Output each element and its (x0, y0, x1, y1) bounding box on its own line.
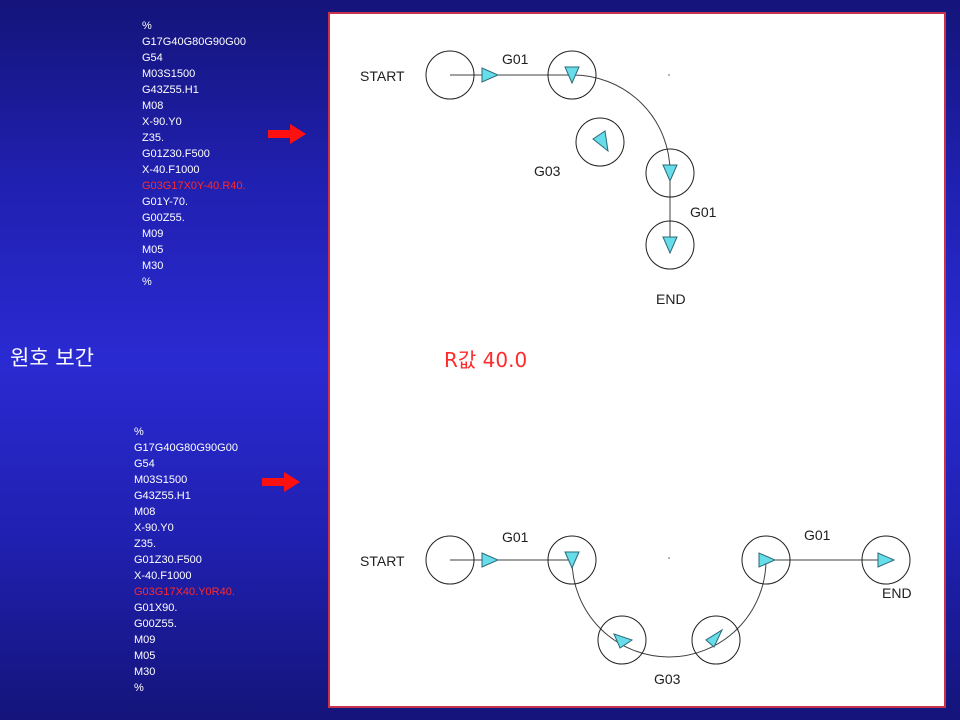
nc-code-line: M30 (134, 666, 156, 678)
section-title: 원호 보간 (10, 346, 94, 370)
nc-code-line-highlighted: G03G17X40.Y0R40. (134, 586, 235, 598)
tool-marker (547, 535, 597, 585)
nc-code-line: G54 (134, 458, 155, 470)
nc-code-line: G01Y-70. (142, 196, 189, 208)
nc-code-line: G00Z55. (134, 618, 177, 630)
center-dot (668, 74, 670, 76)
tool-marker (861, 535, 911, 585)
nc-code-line: M09 (142, 228, 164, 240)
tool-marker (547, 50, 597, 100)
nc-code-line: M05 (134, 650, 156, 662)
tool-marker (575, 117, 625, 167)
center-dot (668, 557, 670, 559)
toolpath-panel: START G01 G03 G01 END (328, 12, 946, 708)
nc-code-line-highlighted: G03G17X0Y-40.R40. (142, 180, 246, 192)
nc-code-line: M08 (134, 506, 156, 518)
tool-marker (645, 220, 695, 270)
nc-code-line: M30 (142, 260, 164, 272)
nc-code-line: % (134, 426, 144, 438)
segment-label-g03: G03 (534, 163, 561, 179)
segment-label-g01: G01 (690, 204, 717, 220)
segment-label-g01: G01 (502, 51, 529, 67)
nc-code-line: G17G40G80G90G00 (142, 36, 246, 48)
start-label: START (360, 553, 405, 569)
tool-marker (741, 535, 791, 585)
toolpath-line (450, 74, 671, 245)
nc-code-line: G01Z30.F500 (134, 554, 202, 566)
tool-marker (597, 615, 647, 665)
nc-code-line: X-90.Y0 (134, 522, 174, 534)
nc-code-line: G00Z55. (142, 212, 185, 224)
tool-marker (691, 615, 741, 665)
nc-code-line: M05 (142, 244, 164, 256)
nc-code-line: X-40.F1000 (134, 570, 192, 582)
r-value-label: R값 40.0 (444, 348, 528, 372)
diagram-top: START G01 G03 G01 END (360, 50, 717, 307)
nc-code-line: X-40.F1000 (142, 164, 200, 176)
nc-code-line: M08 (142, 100, 164, 112)
nc-code-line: % (134, 682, 144, 694)
nc-code-line: G01Z30.F500 (142, 148, 210, 160)
nc-code-line: M09 (134, 634, 156, 646)
segment-label-g01: G01 (804, 527, 831, 543)
segment-label-g03: G03 (654, 671, 681, 687)
start-label: START (360, 68, 405, 84)
nc-code-line: M03S1500 (134, 474, 188, 486)
end-label: END (882, 585, 912, 601)
pointer-arrow-icon (262, 472, 300, 492)
tool-marker (425, 535, 500, 585)
segment-label-g01: G01 (502, 529, 529, 545)
nc-code-line: M03S1500 (142, 68, 196, 80)
tool-marker (425, 50, 500, 100)
nc-code-line: % (142, 20, 152, 32)
nc-code-line: Z35. (142, 132, 165, 144)
nc-code-line: G43Z55.H1 (142, 84, 199, 96)
pointer-arrow-icon (268, 124, 306, 144)
end-label: END (656, 291, 686, 307)
nc-code-line: G01X90. (134, 602, 178, 614)
tool-marker (645, 148, 695, 198)
nc-code-line: % (142, 276, 152, 288)
toolpath-diagrams: START G01 G03 G01 END (360, 50, 912, 687)
nc-code-line: G43Z55.H1 (134, 490, 191, 502)
nc-code-line: X-90.Y0 (142, 116, 182, 128)
nc-code-line: G54 (142, 52, 163, 64)
toolpath-line (450, 559, 882, 658)
nc-code-line: Z35. (134, 538, 157, 550)
nc-code-line: G17G40G80G90G00 (134, 442, 238, 454)
diagram-bottom: START G01 G03 G01 END (360, 527, 912, 687)
